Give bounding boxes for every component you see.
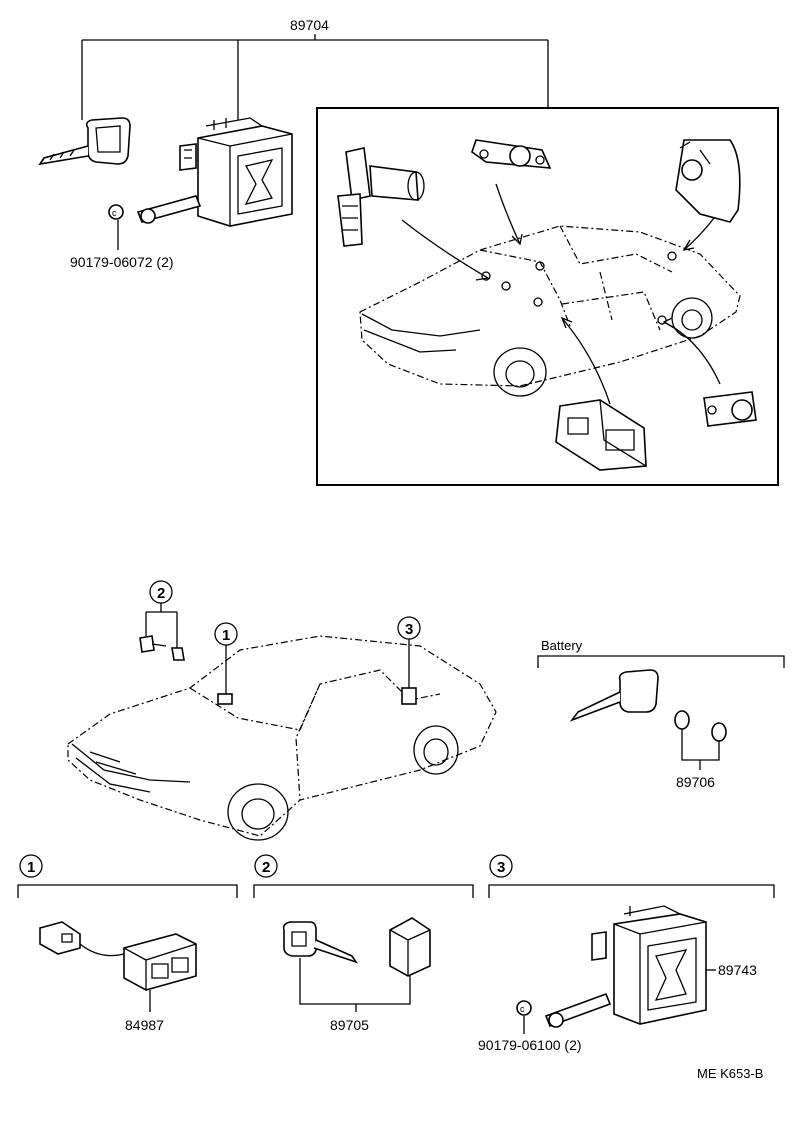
bolt-icon: c (108, 204, 124, 220)
arrow-door-cylinder (495, 183, 523, 246)
leader-89706 (681, 729, 720, 770)
svg-text:c: c (112, 208, 117, 218)
section-3-bracket (488, 884, 775, 898)
location-inset-frame (316, 107, 779, 486)
part-number-84987[interactable]: 84987 (125, 1017, 164, 1033)
transponder-chip-icon (389, 917, 431, 977)
arrow-ignition (401, 219, 490, 281)
trunk-cylinder-icon (703, 391, 757, 427)
callout-3-mid-text[interactable]: 3 (405, 621, 413, 638)
part-number-89743[interactable]: 89743 (718, 962, 757, 978)
door-lock-motor-icon (555, 399, 647, 471)
control-unit-icon (544, 905, 707, 1028)
arrow-luggage (682, 217, 715, 251)
ignition-cylinder-icon (337, 147, 425, 247)
arrow-door-motor (560, 316, 611, 405)
leader-2-top (145, 603, 178, 648)
section-3-number[interactable]: 3 (497, 859, 505, 876)
transmitter-key-icon (38, 117, 131, 166)
leader-89705 (299, 958, 411, 1012)
bolt-label-top[interactable]: 90179-06072 (2) (70, 254, 174, 270)
leader-89704 (81, 34, 549, 120)
section-2-bracket (253, 884, 474, 898)
part-number-89704[interactable]: 89704 (290, 17, 329, 33)
master-key-icon (282, 921, 358, 964)
remote-key-icon (569, 669, 659, 722)
bolt-label-bottom[interactable]: 90179-06100 (2) (478, 1037, 582, 1053)
part-number-89706[interactable]: 89706 (676, 774, 715, 790)
door-lock-control-unit-icon (136, 117, 293, 227)
figure-code: ME K653-B (697, 1066, 763, 1081)
section-1-bracket (17, 884, 238, 898)
arrow-trunk-cylinder (662, 317, 721, 385)
main-car-icon (67, 635, 497, 841)
small-key-icon (139, 635, 185, 661)
section-2-badge (254, 854, 278, 878)
section-1-badge (19, 854, 43, 878)
door-lock-switch-icon (39, 921, 197, 991)
luggage-lock-icon (675, 139, 741, 223)
callout-2-top-text[interactable]: 2 (157, 585, 165, 602)
section-3-badge (489, 854, 513, 878)
svg-text:c: c (520, 1004, 525, 1014)
bolt-icon: c (516, 1000, 532, 1016)
callout-1-mid-text[interactable]: 1 (222, 627, 230, 644)
inset-car-icon (359, 225, 741, 397)
battery-title[interactable]: Battery (541, 638, 583, 653)
door-lock-cylinder-icon (471, 139, 552, 169)
section-2-number[interactable]: 2 (262, 859, 270, 876)
part-number-89705[interactable]: 89705 (330, 1017, 369, 1033)
section-1-number[interactable]: 1 (27, 859, 35, 876)
battery-bracket (537, 655, 785, 668)
